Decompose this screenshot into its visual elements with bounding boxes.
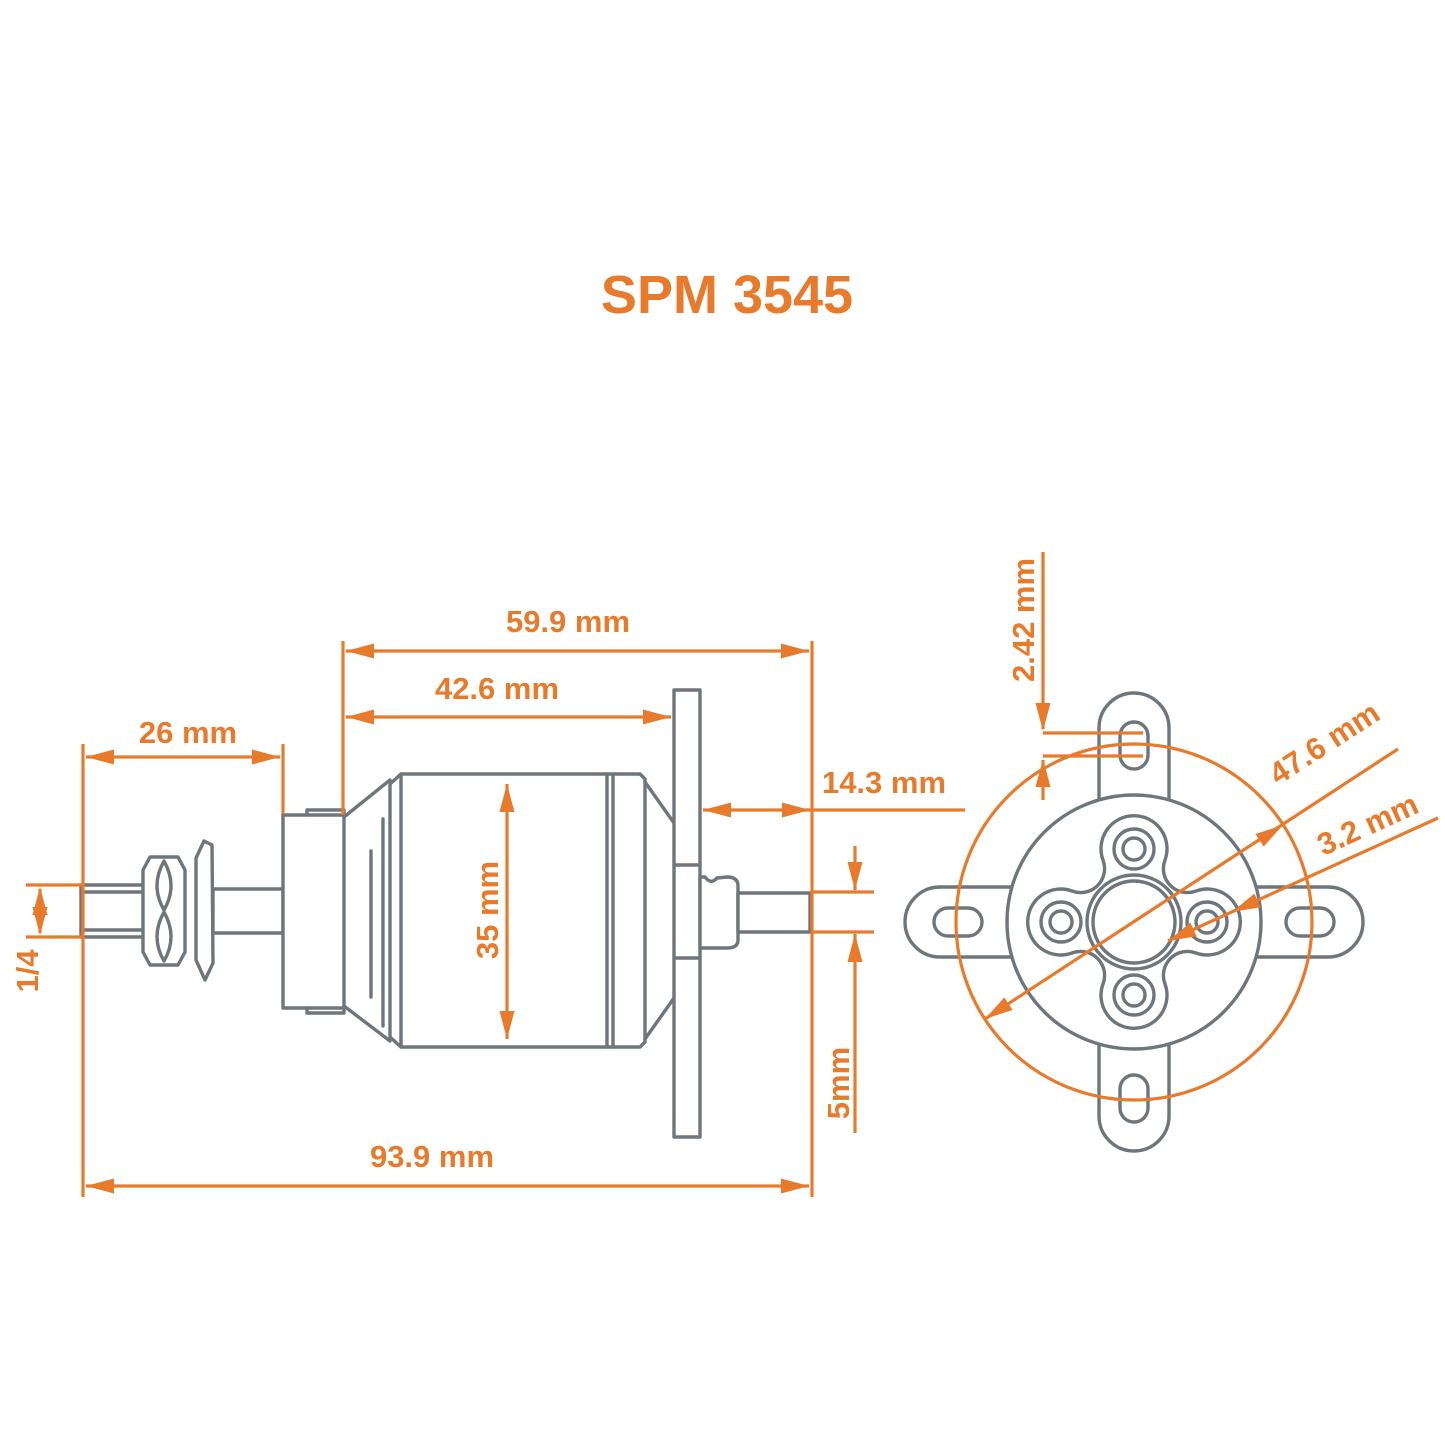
rear-shaft-boss [698, 875, 740, 950]
dim-1-4-in: 1/4 [10, 883, 84, 993]
dim-label: 26 mm [139, 715, 237, 750]
dim-14-3-mm: 14.3 mm [703, 765, 965, 818]
prop-shaft [79, 883, 147, 939]
dim-label: 59.9 mm [506, 604, 630, 639]
dim-5-mm: 5mm [812, 846, 874, 1133]
dim-label: 93.9 mm [370, 1139, 494, 1174]
bolt-circle [954, 742, 1314, 1102]
dim-label: 14.3 mm [822, 765, 946, 800]
mount-slot-right [1284, 906, 1336, 938]
dim-label: 1/4 [10, 949, 45, 993]
hex-nut [141, 855, 187, 967]
dim-label: 35 mm [470, 861, 505, 959]
bell-rear-cone [342, 778, 392, 1043]
rear-shaft [736, 891, 812, 934]
dim-label: 2.42 mm [1006, 558, 1041, 682]
shaft-mid-section [211, 887, 285, 935]
mount-slot-left [932, 906, 984, 938]
dim-label: 5mm [821, 1047, 856, 1119]
prop-washer [194, 839, 215, 982]
dim-93-9-mm: 93.9 mm [86, 1139, 809, 1194]
motor-can [388, 772, 676, 1049]
side-view-drawing [79, 688, 812, 1139]
center-shaft-hole [1085, 873, 1183, 971]
dim-35-mm: 35 mm [470, 784, 515, 1039]
dim-2-42-mm: 2.42 mm [1006, 552, 1143, 800]
mount-plate [672, 688, 702, 1139]
dim-26-mm: 26 mm [86, 715, 280, 765]
motor-rear-hub [281, 808, 346, 1015]
dim-42-6-mm: 42.6 mm [346, 671, 671, 725]
dim-59-9-mm: 59.9 mm [346, 604, 809, 659]
page-title: SPM 3545 [601, 265, 853, 325]
dim-label: 42.6 mm [435, 671, 559, 706]
dimension-annotations-side: 59.9 mm 42.6 mm 26 mm 14.3 mm [10, 604, 965, 1197]
dim-label: 47.6 mm [1263, 695, 1386, 792]
